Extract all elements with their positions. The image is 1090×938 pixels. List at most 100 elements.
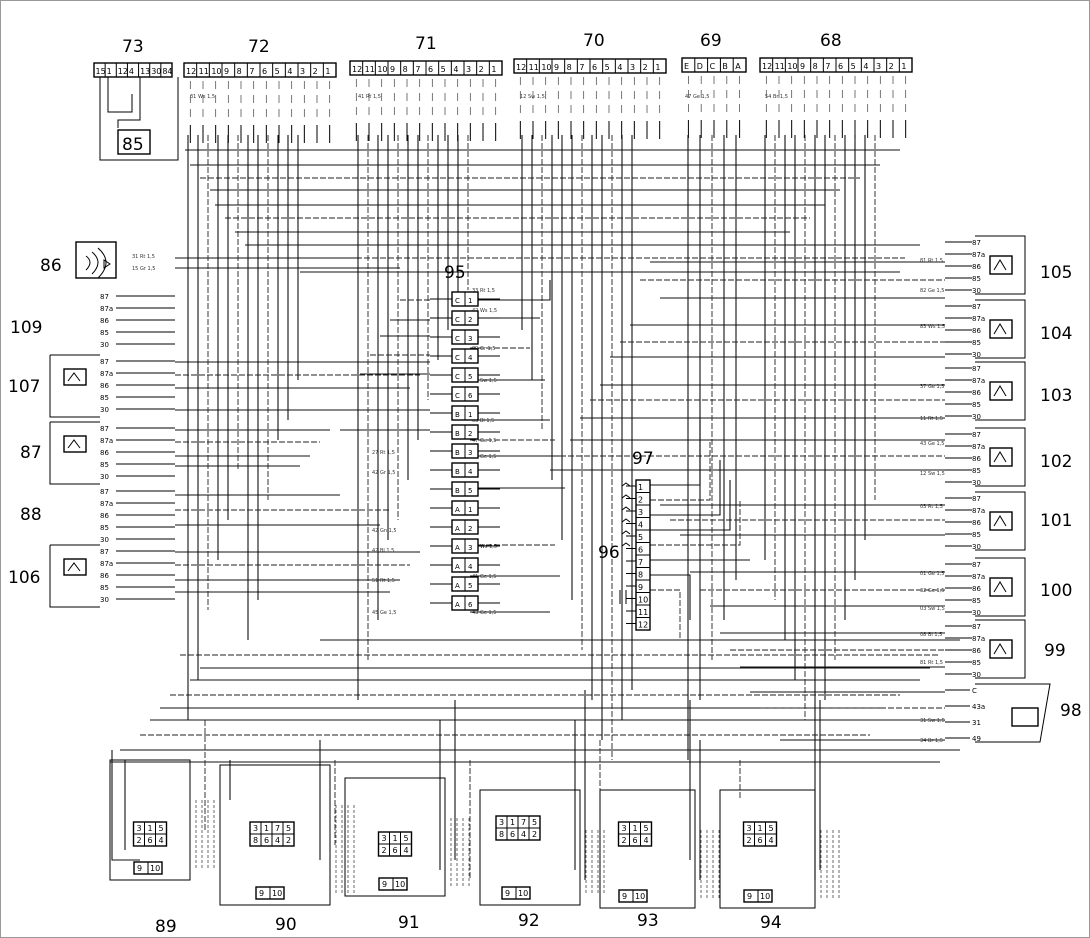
pin-label: 5 [638, 533, 643, 542]
pin-label: 3 [876, 62, 881, 71]
pin-label: 5 [286, 824, 291, 833]
fuse-group: C [455, 354, 460, 362]
pin-label: 10 [541, 63, 551, 72]
pin-label: 1 [510, 818, 515, 827]
relay-pin-label: 85 [972, 275, 981, 283]
pin-label: 8 [567, 63, 572, 72]
fuse-group: C [455, 392, 460, 400]
pin-label: 9 [390, 65, 395, 74]
label-93: 93 [637, 911, 659, 931]
label-96: 96 [598, 543, 620, 563]
relay-pin-label: 86 [100, 317, 109, 325]
pin-label: 5 [605, 63, 610, 72]
svg-text:42 Ws 1,5: 42 Ws 1,5 [472, 308, 497, 314]
fuse-group: A [455, 563, 460, 571]
label-89: 89 [155, 917, 177, 937]
relay-pin-label: 87 [100, 488, 109, 496]
pin-label: 8 [499, 830, 504, 839]
label-94: 94 [760, 913, 782, 933]
relay-pin-label: 86 [100, 382, 109, 390]
pin-label: 2 [313, 67, 318, 76]
pin-label: 8 [237, 67, 242, 76]
pin-label: 1 [491, 65, 496, 74]
fuse-group: C [455, 373, 460, 381]
fuse-number: 3 [468, 449, 472, 457]
fuse-number: 1 [468, 297, 472, 305]
pin-label: 9 [622, 892, 627, 901]
svg-text:54 Br 1,5: 54 Br 1,5 [765, 94, 788, 100]
component-86: 86 [40, 241, 117, 279]
pin-label: 2 [479, 65, 484, 74]
svg-text:03 Bl 1,5: 03 Bl 1,5 [472, 418, 494, 424]
pin-label: 6 [758, 836, 763, 845]
svg-text:42 Gn 1,5: 42 Gn 1,5 [372, 528, 397, 534]
pin-label: 9 [800, 62, 805, 71]
pin-label: 4 [769, 836, 774, 845]
fuse-number: 2 [468, 430, 472, 438]
fuse-group: C [455, 316, 460, 324]
fuse-number: 6 [468, 601, 473, 609]
label-68: 68 [820, 31, 842, 51]
label-105: 105 [1040, 263, 1072, 283]
svg-text:37 Ge 1,5: 37 Ge 1,5 [920, 384, 944, 390]
pin-label: 2 [889, 62, 894, 71]
pin-label: 9 [554, 63, 559, 72]
pin-label: C [710, 62, 716, 71]
fuse-number: 5 [468, 582, 472, 590]
pin-label: 5 [275, 67, 280, 76]
pin-label: 30 [151, 67, 161, 76]
pin-label: 4 [159, 836, 164, 845]
svg-text:82 Ge 1,5: 82 Ge 1,5 [920, 288, 944, 294]
pin-label: 1 [901, 62, 906, 71]
pin-label: 6 [633, 836, 638, 845]
svg-text:45 Ge 1,5: 45 Ge 1,5 [372, 610, 396, 616]
relay-pin-label: 87a [972, 251, 985, 259]
relay-pin-label: 85 [972, 597, 981, 605]
svg-text:34 Br 1,5: 34 Br 1,5 [920, 738, 943, 744]
fuse-number: 3 [468, 335, 472, 343]
relay-pin-label: 85 [100, 584, 109, 592]
svg-text:61 Ge 1,5: 61 Ge 1,5 [472, 454, 496, 460]
right-relays: 8787a8685308787a8685308787a8685308787a86… [945, 235, 1026, 679]
label-95: 95 [444, 263, 466, 283]
pin-label: 1 [325, 67, 330, 76]
pin-label: 6 [510, 830, 515, 839]
fuse-group: B [455, 430, 460, 438]
relay-pin-label: 87 [100, 358, 109, 366]
relay-pin-label: 30 [100, 406, 109, 414]
label-85: 85 [122, 135, 144, 155]
relay-pin-label: 30 [100, 473, 109, 481]
svg-text:51 Rt 1,5: 51 Rt 1,5 [372, 578, 395, 584]
pin-label: 3 [253, 824, 258, 833]
pin-label: 2 [638, 496, 643, 505]
relay-pin-label: 30 [972, 413, 981, 421]
pin-label: 4 [863, 62, 868, 71]
pin-label: 6 [148, 836, 153, 845]
relay-pin-label: 30 [972, 479, 981, 487]
svg-text:03 Sw 1,5: 03 Sw 1,5 [920, 606, 945, 612]
pin-label: 11 [638, 608, 648, 617]
pin-label: 8 [813, 62, 818, 71]
svg-text:47 Ge 1,5: 47 Ge 1,5 [472, 438, 496, 444]
left-relays: 8787a8685308787a8685308787a8685308787a86… [49, 293, 175, 608]
svg-text:08 Bl 1,5: 08 Bl 1,5 [920, 632, 942, 638]
pin-label: 6 [592, 63, 597, 72]
pin-label: 2 [622, 836, 627, 845]
pin-label: E [684, 62, 689, 71]
